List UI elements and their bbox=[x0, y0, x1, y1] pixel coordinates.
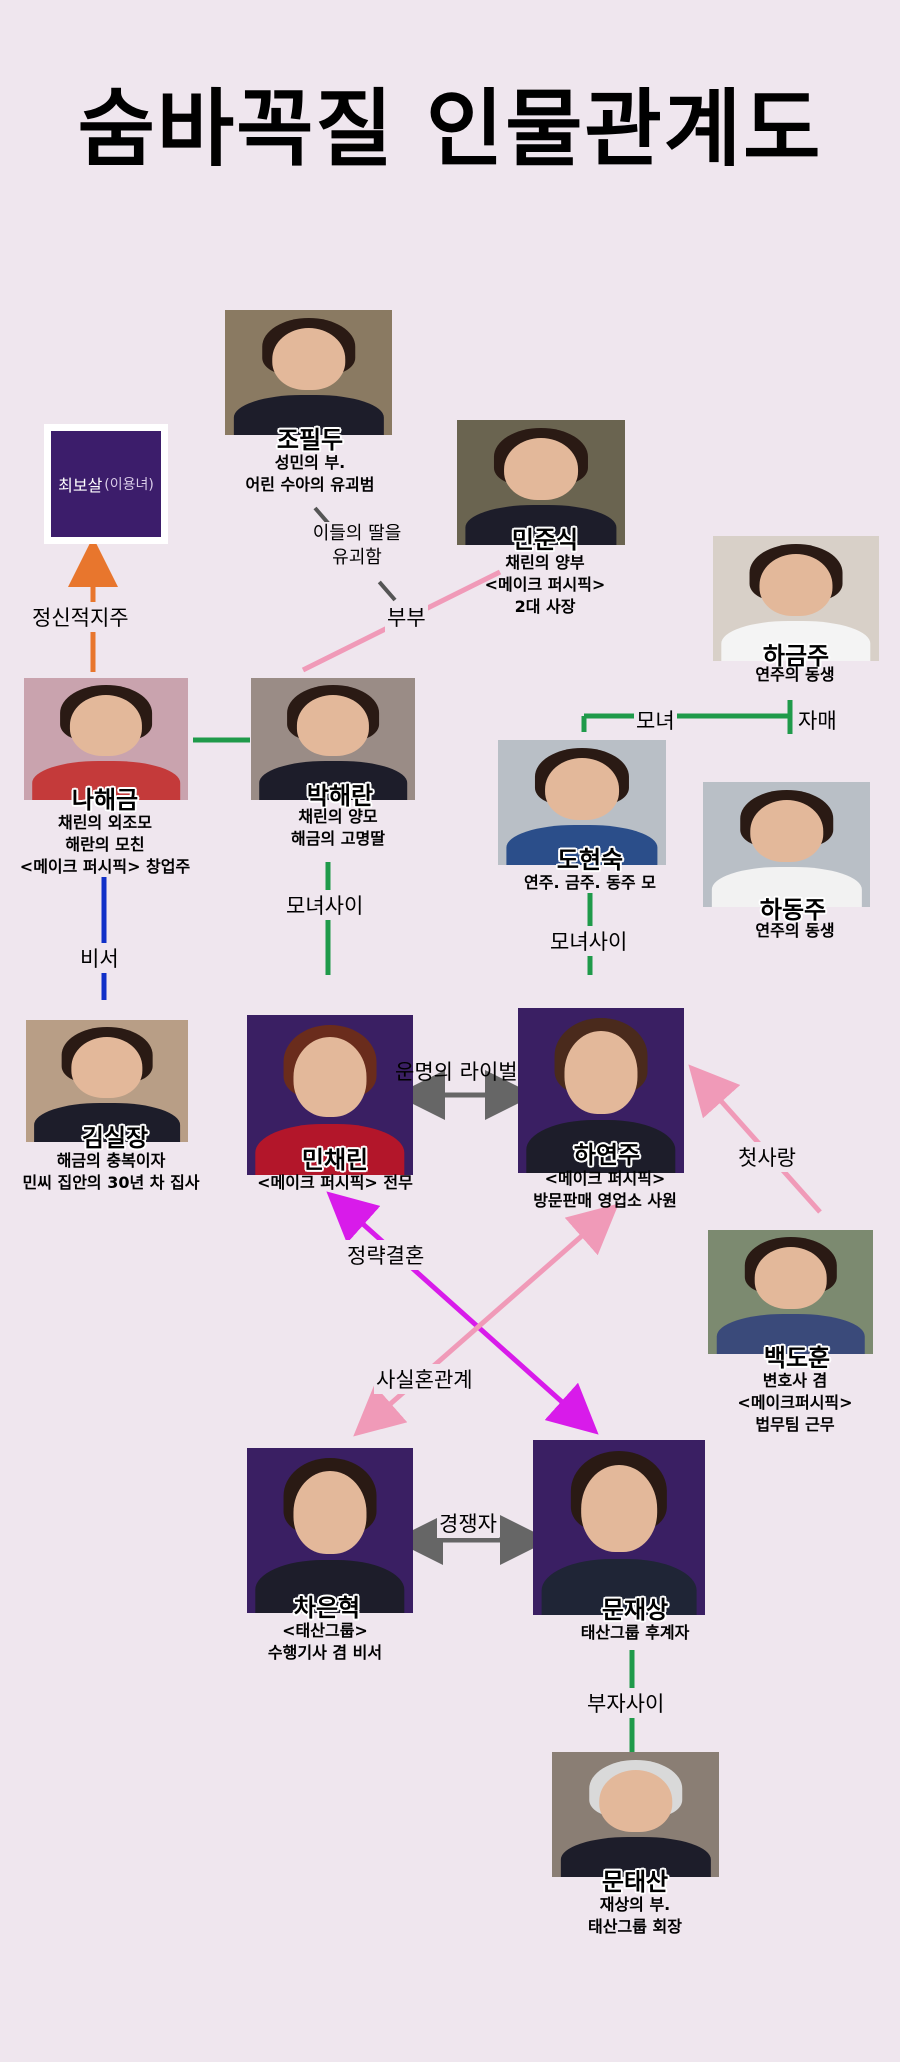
photo-baek-dohun bbox=[708, 1230, 873, 1354]
rel-common-law: 사실혼관계 bbox=[374, 1364, 475, 1394]
name-cha-eunhyeok: 차은혁 bbox=[282, 1588, 372, 1623]
name-kim-siljang: 김실장 bbox=[70, 1118, 160, 1153]
rel-sisters: 자매 bbox=[796, 705, 839, 735]
rel-first-love: 첫사랑 bbox=[736, 1142, 798, 1172]
logo-sub-text: (이용녀) bbox=[104, 474, 154, 494]
name-min-chaerin: 민채린 bbox=[290, 1140, 380, 1175]
desc-do-hyeonsuk: 연주. 금주. 동주 모 bbox=[500, 872, 680, 894]
photo-mun-jaesang bbox=[533, 1440, 705, 1615]
name-mun-jaesang: 문재상 bbox=[590, 1590, 680, 1625]
desc-mun-jaesang: 태산그룹 후계자 bbox=[555, 1622, 715, 1644]
desc-ha-geumju: 연주의 동생 bbox=[730, 664, 860, 686]
name-na-haegeum: 나해금 bbox=[60, 780, 150, 815]
desc-baek-dohun: 변호사 겸<메이크퍼시픽>법무팀 근무 bbox=[720, 1370, 870, 1436]
name-do-hyeonsuk: 도현숙 bbox=[545, 840, 635, 875]
rel-mentor: 정신적지주 bbox=[30, 602, 131, 632]
desc-jo-pildu: 성민의 부.어린 수아의 유괴범 bbox=[205, 452, 415, 496]
name-baek-dohun: 백도훈 bbox=[752, 1338, 842, 1373]
photo-mun-taesan bbox=[552, 1752, 719, 1877]
rel-mother-daughter-2: 모녀사이 bbox=[548, 926, 629, 956]
desc-ha-yeonju: <메이크 퍼시픽>방문판매 영업소 사원 bbox=[510, 1168, 700, 1212]
rel-mother-daughter-3: 모녀 bbox=[634, 705, 677, 735]
desc-cha-eunhyeok: <태산그룹>수행기사 겸 비서 bbox=[240, 1620, 410, 1664]
rel-father-son: 부자사이 bbox=[585, 1688, 666, 1718]
desc-min-chaerin: <메이크 퍼시픽> 전무 bbox=[240, 1172, 430, 1194]
rel-rivals: 운명의 라이벌 bbox=[393, 1056, 520, 1086]
desc-min-junsik: 채린의 양부<메이크 퍼시픽>2대 사장 bbox=[460, 552, 630, 618]
choi-bosal-logo: 최보살 (이용녀) bbox=[44, 424, 168, 544]
name-min-junsik: 민준식 bbox=[500, 520, 590, 555]
photo-jo-pildu bbox=[225, 310, 392, 435]
desc-mun-taesan: 재상의 부.태산그룹 회장 bbox=[560, 1894, 710, 1938]
photo-ha-dongju bbox=[703, 782, 870, 907]
name-ha-yeonju: 하연주 bbox=[562, 1135, 652, 1170]
rel-secretary: 비서 bbox=[78, 943, 121, 973]
name-mun-taesan: 문태산 bbox=[590, 1862, 680, 1897]
name-jo-pildu: 조필두 bbox=[265, 420, 355, 455]
rel-competitors: 경쟁자 bbox=[437, 1508, 499, 1538]
rel-mother-daughter-1: 모녀사이 bbox=[284, 890, 365, 920]
rel-couple: 부부 bbox=[385, 602, 428, 632]
rel-political-marriage: 정략결혼 bbox=[345, 1240, 426, 1270]
logo-main-text: 최보살 bbox=[58, 472, 102, 496]
desc-ha-dongju: 연주의 동생 bbox=[730, 920, 860, 942]
